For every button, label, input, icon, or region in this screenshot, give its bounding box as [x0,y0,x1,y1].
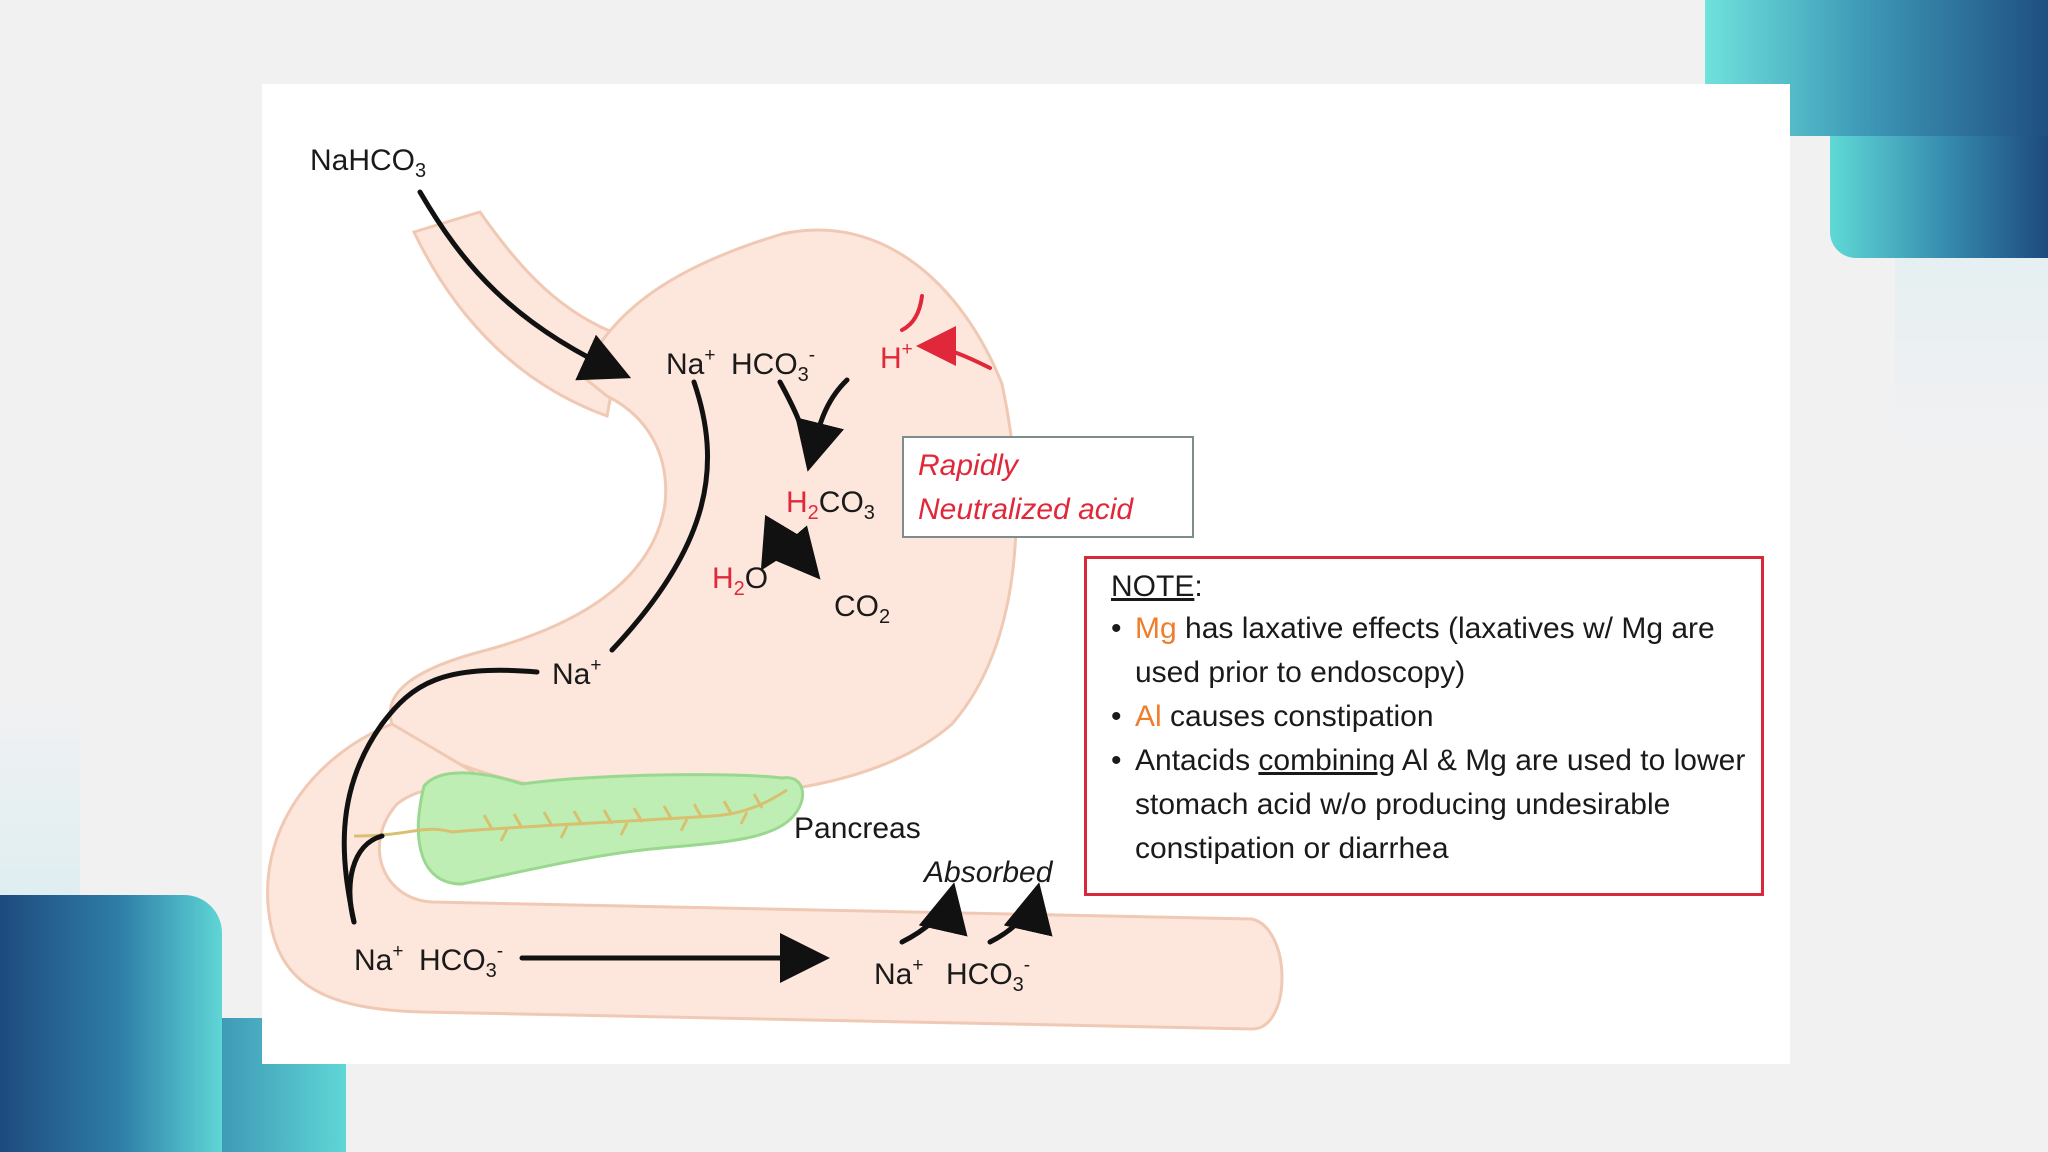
label-h2co3: H2CO3 [786,486,875,524]
arrow-nahco3-into-stomach [417,189,632,381]
arrow-h2co3-to-h2o [760,514,809,571]
callout-rapidly-neutralized-acid: Rapidly Neutralized acid [902,436,1194,538]
pancreas-organ [416,771,804,886]
label-h2o: H2O [712,562,769,600]
arrow-na-to-duodenum [341,667,540,925]
pancreatic-duct [353,788,788,838]
label-top-hco3-minus: HCO3- [731,345,816,386]
duodenum [266,722,1284,1031]
arrow-na-absorbed [899,882,968,945]
callout-line-1: Rapidly [918,449,1019,482]
note-bullet-antacids: Antacids combining Al & Mg are used to l… [1111,739,1751,871]
arrow-hco3-absorbed [987,882,1053,945]
red-arrow-h-plus-source [916,326,992,370]
slide-image-card: NaHCO3 Na+ HCO3- H+ H2CO3 H2O CO2 Na+ Pa… [262,84,1790,1064]
label-top-na-plus: Na+ [666,345,716,381]
label-absorbed: Absorbed [924,856,1053,889]
decor-gradient-fade-bottom-left [0,700,80,900]
label-bottom-right-hco3-minus: HCO3- [946,955,1031,996]
red-mark-h-plus [900,294,924,332]
label-bottom-right-na-plus: Na+ [874,955,924,991]
note-bullet-al: Al causes constipation [1111,695,1751,739]
label-nahco3: NaHCO3 [310,144,427,182]
callout-line-2: Neutralized acid [918,493,1134,526]
note-bullet-mg: Mg has laxative effects (laxatives w/ Mg… [1111,607,1751,695]
label-h-plus: H+ [880,339,913,375]
label-na-plus-mid: Na+ [552,655,602,691]
label-bottom-left-na-plus: Na+ [354,941,404,977]
label-bottom-left-hco3-minus: HCO3- [419,941,504,982]
label-co2: CO2 [834,590,891,628]
stomach-diagram [266,189,1284,1031]
decor-gradient-block-bottom-left [0,895,222,1152]
arrow-na-down-stomach [609,379,710,653]
note-title: NOTE: [1111,570,1203,603]
decor-gradient-block-top-right [1830,136,2048,258]
label-pancreas: Pancreas [794,812,921,845]
duct-branches [482,793,764,842]
arrow-h-plus-to-h2co3 [777,379,813,457]
arrow-duodenum-curve [347,833,385,925]
note-box: NOTE: Mg has laxative effects (laxatives… [1084,556,1764,896]
